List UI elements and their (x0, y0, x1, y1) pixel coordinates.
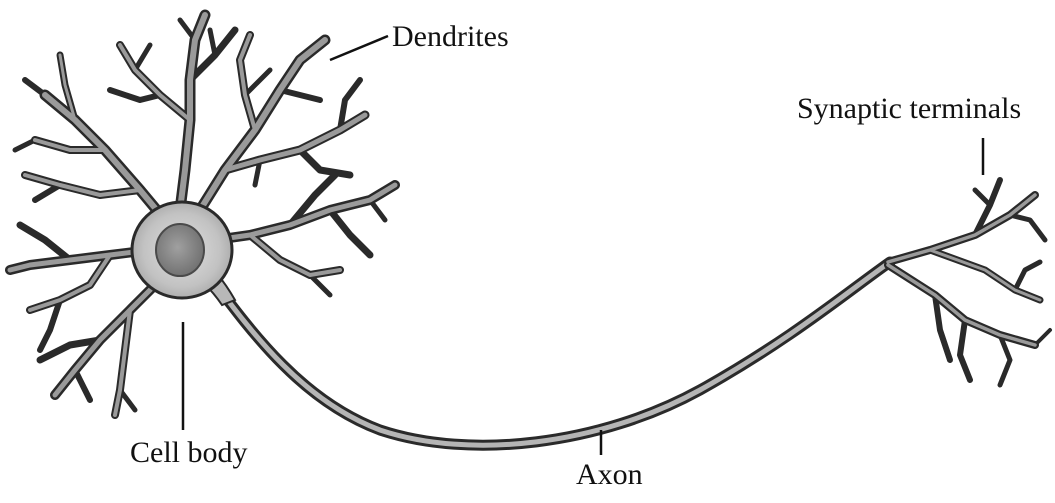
axon-label: Axon (576, 460, 643, 490)
cell-body-label: Cell body (130, 438, 248, 468)
dendrites-label: Dendrites (392, 22, 509, 52)
dendrites-leader (330, 36, 388, 60)
nucleus-shape (156, 224, 204, 276)
axon (205, 262, 890, 445)
synaptic-terminals-label: Synaptic terminals (797, 94, 1021, 124)
